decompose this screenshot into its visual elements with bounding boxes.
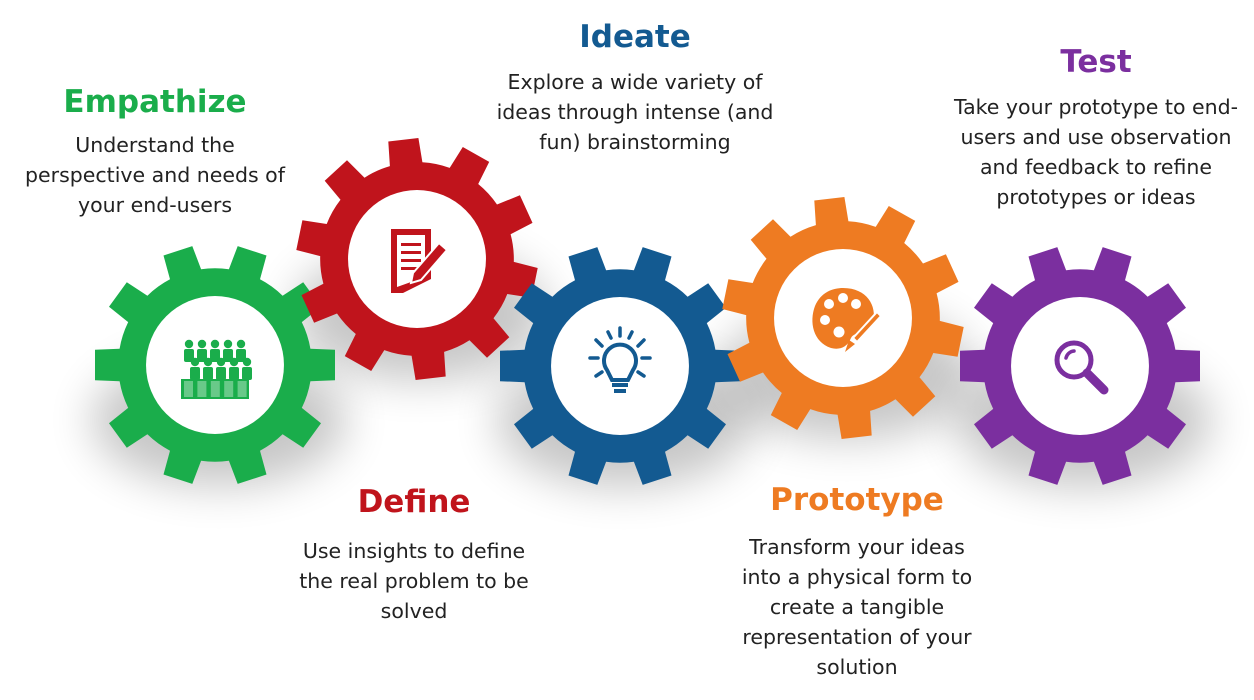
gears bbox=[95, 138, 1200, 485]
stage-description: Take your prototype to end-users and use… bbox=[953, 95, 1239, 209]
stage-title: Test bbox=[1060, 44, 1132, 80]
gear-hub bbox=[146, 296, 284, 434]
stage-define: Define Use insights to define the real p… bbox=[289, 484, 539, 626]
stage-title: Ideate bbox=[579, 19, 691, 55]
stage-description: Use insights to define the real problem … bbox=[299, 539, 529, 623]
stage-empathize: Empathize Understand the perspective and… bbox=[10, 84, 300, 220]
stage-test: Test Take your prototype to end-users an… bbox=[946, 44, 1246, 212]
empathize-gear bbox=[95, 246, 335, 484]
prototype-gear bbox=[722, 197, 964, 439]
stage-description: Transform your ideas into a physical for… bbox=[741, 535, 973, 679]
palette-icon bbox=[812, 288, 883, 352]
stage-description: Understand the perspective and needs of … bbox=[25, 133, 285, 217]
stage-title: Define bbox=[357, 484, 471, 520]
stage-ideate: Ideate Explore a wide variety of ideas t… bbox=[487, 19, 783, 157]
people-group-icon bbox=[181, 339, 252, 399]
magnifier-icon bbox=[1054, 340, 1109, 395]
ideate-gear bbox=[500, 247, 740, 485]
gear-hub bbox=[551, 297, 689, 435]
gear-hub bbox=[1011, 297, 1149, 435]
document-pencil-icon bbox=[391, 229, 449, 293]
stage-title: Prototype bbox=[770, 482, 944, 518]
stage-description: Explore a wide variety of ideas through … bbox=[496, 70, 774, 154]
stage-prototype: Prototype Transform your ideas into a ph… bbox=[728, 482, 986, 682]
define-gear bbox=[296, 138, 538, 380]
stage-title: Empathize bbox=[63, 84, 247, 120]
test-gear bbox=[960, 247, 1200, 485]
lightbulb-icon bbox=[588, 326, 652, 393]
